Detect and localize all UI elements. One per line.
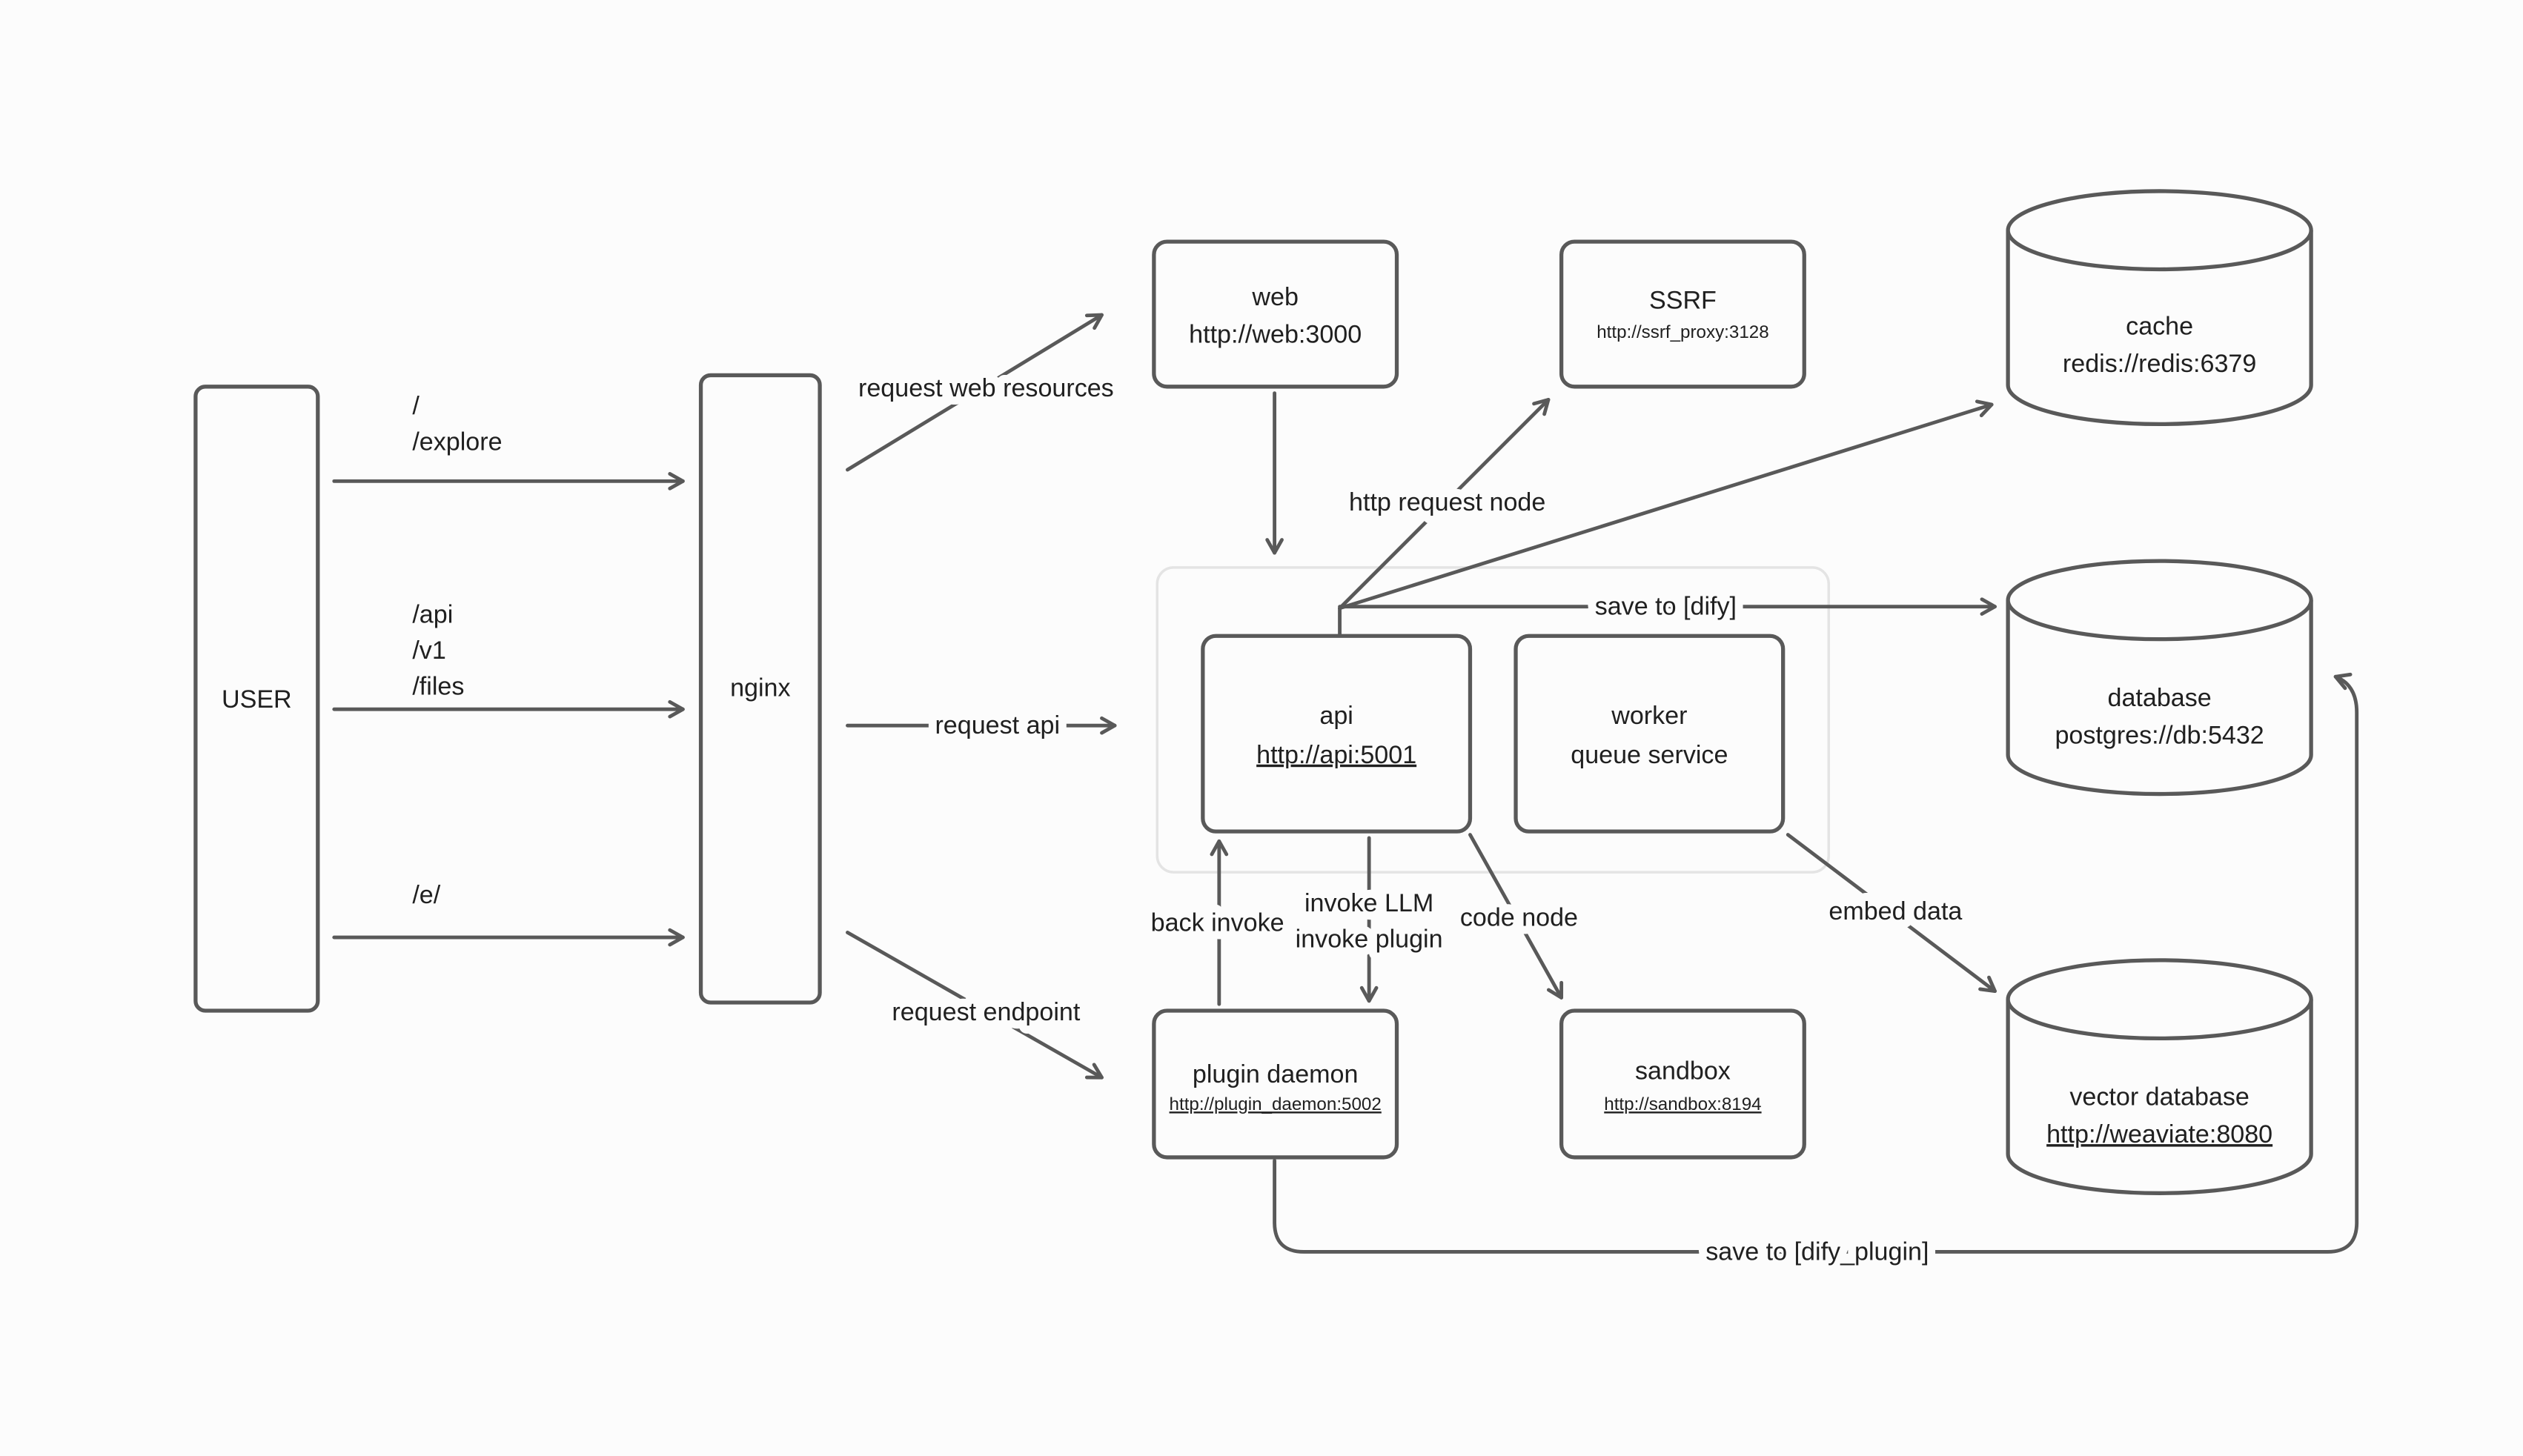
edge-worker-vector-database [1786,833,1997,994]
web-node [1152,239,1399,389]
route-label-root: / [412,392,420,420]
database-url: postgres://db:5432 [2055,721,2264,749]
nginx-node [698,373,822,1005]
edge-api-sandbox [1468,833,1564,1000]
edge-plugin-daemon-database [1273,672,2359,1254]
edge-label-embed-data: embed data [1829,897,1962,925]
api-node [1201,634,1473,834]
user-label: USER [222,685,292,714]
edge-api-cache [1338,399,1994,611]
edge-label-invoke-plugin: invoke plugin [1296,925,1443,953]
edge-label-invoke-llm: invoke LLM [1304,889,1433,917]
database-node: database postgres://db:5432 [2006,559,2313,797]
ssrf-title: SSRF [1649,286,1717,314]
nginx-label: nginx [730,674,790,702]
edge-label-code-node: code node [1460,904,1578,932]
vector-database-cylinder-top [2006,958,2313,1041]
sandbox-url: http://sandbox:8194 [1604,1094,1761,1114]
route-label-explore: /explore [412,428,502,456]
cache-url: redis://redis:6379 [2063,350,2256,378]
cache-cylinder-top [2006,189,2313,272]
edge-label-http-request-node: http request node [1349,488,1545,516]
edge-label-save-to-dify: save to [dify] [1595,593,1737,621]
edge-nginx-plugin-daemon [846,931,1104,1080]
vector-database-title: vector database [2069,1083,2249,1111]
sandbox-title: sandbox [1635,1057,1731,1085]
plugin-daemon-node [1152,1008,1399,1160]
route-label-v1: /v1 [412,636,445,665]
ssrf-node [1559,239,1806,389]
worker-subtitle: queue service [1571,741,1728,769]
worker-node [1514,634,1786,834]
worker-title: worker [1611,702,1687,730]
plugin-daemon-title: plugin daemon [1193,1060,1359,1088]
vector-database-cylinder-body [2006,999,2313,1195]
database-title: database [2108,684,2212,712]
database-cylinder-body [2006,599,2313,797]
ssrf-url: http://ssrf_proxy:3128 [1597,322,1768,342]
web-url: http://web:3000 [1189,320,1362,348]
api-title: api [1319,702,1353,730]
user-node [193,385,320,1013]
edge-label-request-endpoint: request endpoint [892,998,1080,1026]
route-label-e: /e/ [412,881,440,909]
cache-node: cache redis://redis:6379 [2006,189,2313,427]
plugin-daemon-url: http://plugin_daemon:5002 [1170,1094,1382,1114]
edge-api-ssrf [1338,397,1551,611]
route-label-api: /api [412,601,453,629]
edge-nginx-web [846,313,1104,472]
edge-label-back-invoke: back invoke [1151,908,1284,937]
edge-label-request-web-resources: request web resources [858,374,1114,402]
cache-cylinder-body [2006,230,2313,427]
database-cylinder-top [2006,559,2313,642]
sandbox-node [1559,1008,1806,1160]
api-url: http://api:5001 [1256,741,1416,769]
edge-label-request-api: request api [935,711,1060,739]
route-label-files: /files [412,672,464,700]
cache-title: cache [2126,312,2193,340]
vector-database-url: http://weaviate:8080 [2046,1120,2272,1148]
vector-database-node: vector database http://weaviate:8080 [2006,958,2313,1195]
edge-label-save-to-dify-plugin: save to [dify_plugin] [1705,1237,1929,1266]
web-title: web [1251,283,1299,311]
